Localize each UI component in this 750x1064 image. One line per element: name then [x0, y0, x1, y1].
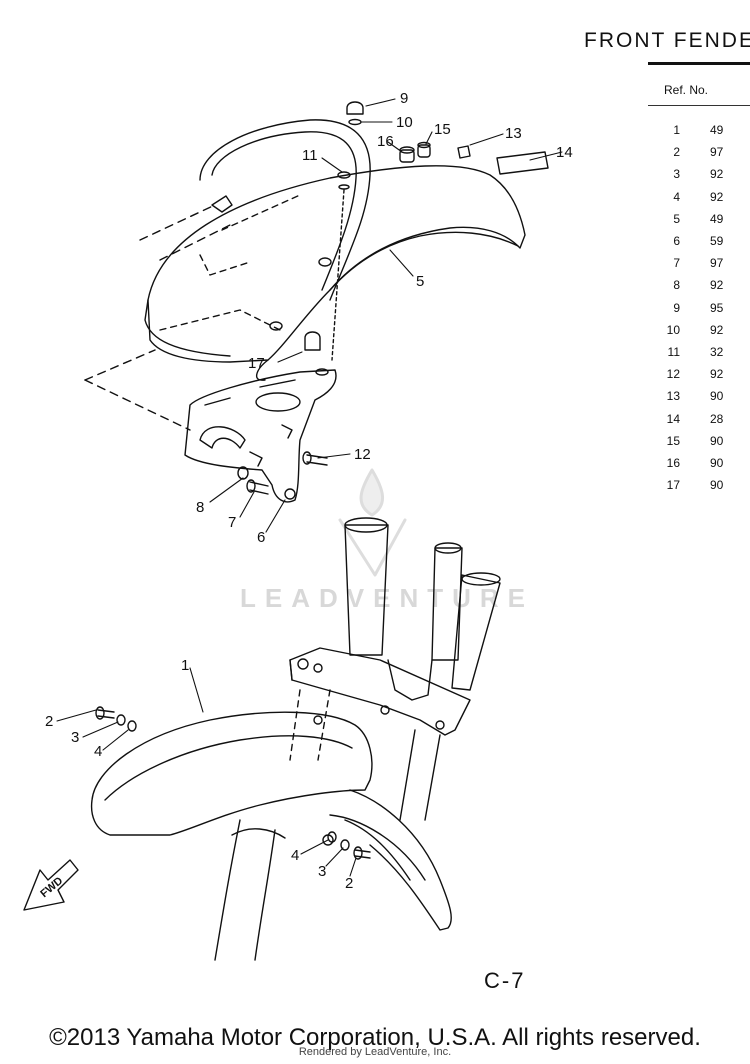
ref-no-cell: 5: [673, 211, 680, 226]
table-row: 1 49: [648, 119, 750, 141]
callout-9: 9: [400, 90, 408, 107]
part-no-cell: 92: [710, 167, 724, 182]
callout-3-upper: 3: [71, 729, 79, 746]
front-hardware-fasteners: [95, 706, 371, 860]
part-no-cell: 32: [710, 345, 724, 359]
ref-no-cell: 12: [666, 367, 680, 382]
callout-13: 13: [505, 125, 522, 142]
ref-no-cell: 9: [673, 300, 680, 315]
ref-no-cell: 11: [667, 345, 680, 359]
callout-3-lower: 3: [318, 863, 326, 880]
table-row: 5 49: [648, 208, 750, 230]
part-no-cell: 90: [710, 389, 724, 404]
table-row: 12 92: [648, 363, 750, 385]
part-no-cell: 90: [710, 478, 724, 493]
callout-15: 15: [434, 121, 451, 138]
table-row: 9 95: [648, 297, 750, 319]
forward-direction-arrow-icon: [23, 859, 79, 911]
part-no-cell: 28: [710, 411, 724, 426]
fender-bracket-part: [184, 369, 337, 503]
part-no-cell: 97: [710, 256, 724, 271]
part-no-cell: 90: [710, 456, 724, 470]
part-no-cell: 92: [710, 278, 724, 293]
ref-no-cell: 10: [666, 322, 680, 337]
part-no-cell: 90: [710, 433, 724, 448]
rendered-by-notice: Rendered by LeadVenture, Inc.: [298, 1046, 452, 1058]
part-no-cell: 59: [710, 234, 724, 248]
callout-2-lower: 2: [345, 875, 353, 892]
callout-8: 8: [196, 499, 204, 516]
front-fork-part: [214, 517, 501, 961]
ref-no-cell: 16: [666, 456, 680, 470]
table-row: 11 32: [648, 341, 750, 363]
ref-no-column-header: Ref. No.: [664, 83, 709, 97]
part-no-cell: 49: [710, 211, 724, 226]
ref-no-cell: 4: [673, 189, 680, 204]
table-row: 4 92: [648, 186, 750, 208]
table-row: 7 97: [648, 252, 750, 274]
ref-no-cell: 13: [666, 389, 680, 404]
hardware-fasteners: [237, 101, 549, 495]
callout-5: 5: [416, 273, 424, 290]
table-header-rule: [648, 105, 750, 106]
callout-leader-lines: [56, 98, 563, 877]
callout-7: 7: [228, 514, 236, 531]
ref-no-cell: 17: [666, 478, 680, 493]
callout-2-upper: 2: [45, 713, 53, 730]
part-no-cell: 49: [710, 123, 724, 137]
callout-11: 11: [302, 147, 318, 164]
header-rule: [648, 62, 750, 65]
ref-no-cell: 1: [673, 123, 680, 137]
part-no-cell: 95: [710, 300, 724, 315]
watermark-logo-icon: [338, 468, 407, 577]
table-row: 6 59: [648, 230, 750, 252]
ref-no-cell: 7: [673, 256, 680, 271]
part-no-cell: 92: [710, 367, 724, 382]
part-no-cell: 92: [710, 189, 724, 204]
page-code: C-7: [484, 968, 526, 993]
ref-no-cell: 14: [666, 411, 680, 426]
table-row: 8 92: [648, 274, 750, 296]
table-row: 2 97: [648, 141, 750, 163]
ref-no-cell: 8: [673, 278, 680, 293]
callout-17: 17: [248, 355, 265, 372]
ref-no-cell: 15: [666, 433, 680, 448]
table-row: 3 92: [648, 163, 750, 185]
callout-10: 10: [396, 114, 413, 131]
callout-16: 16: [377, 133, 394, 150]
callout-14: 14: [556, 144, 573, 161]
seat-outline: [84, 119, 371, 431]
ref-no-cell: 6: [673, 234, 680, 248]
callout-6: 6: [257, 529, 265, 546]
ref-no-cell: 3: [673, 167, 680, 182]
callout-4-lower: 4: [291, 847, 299, 864]
part-no-cell: 97: [710, 145, 724, 160]
callout-12: 12: [354, 446, 371, 463]
callout-1: 1: [181, 657, 189, 674]
copyright-notice: ©2013 Yamaha Motor Corporation, U.S.A. A…: [49, 1024, 701, 1051]
rear-fender-part: [144, 165, 526, 381]
table-row: 13 90: [648, 385, 750, 407]
callout-labels: 1 2 3 4 4 3 2 5 6 7 8 9 10 11 12 13 14 1…: [45, 90, 573, 892]
part-no-cell: 92: [710, 322, 724, 337]
table-row: 10 92: [648, 319, 750, 341]
callout-4-upper: 4: [94, 743, 102, 760]
watermark-text: LEADVENTURE: [240, 583, 535, 613]
front-fender-part: [90, 711, 452, 931]
table-row: 14 28: [648, 408, 750, 430]
ref-no-cell: 2: [673, 145, 680, 160]
